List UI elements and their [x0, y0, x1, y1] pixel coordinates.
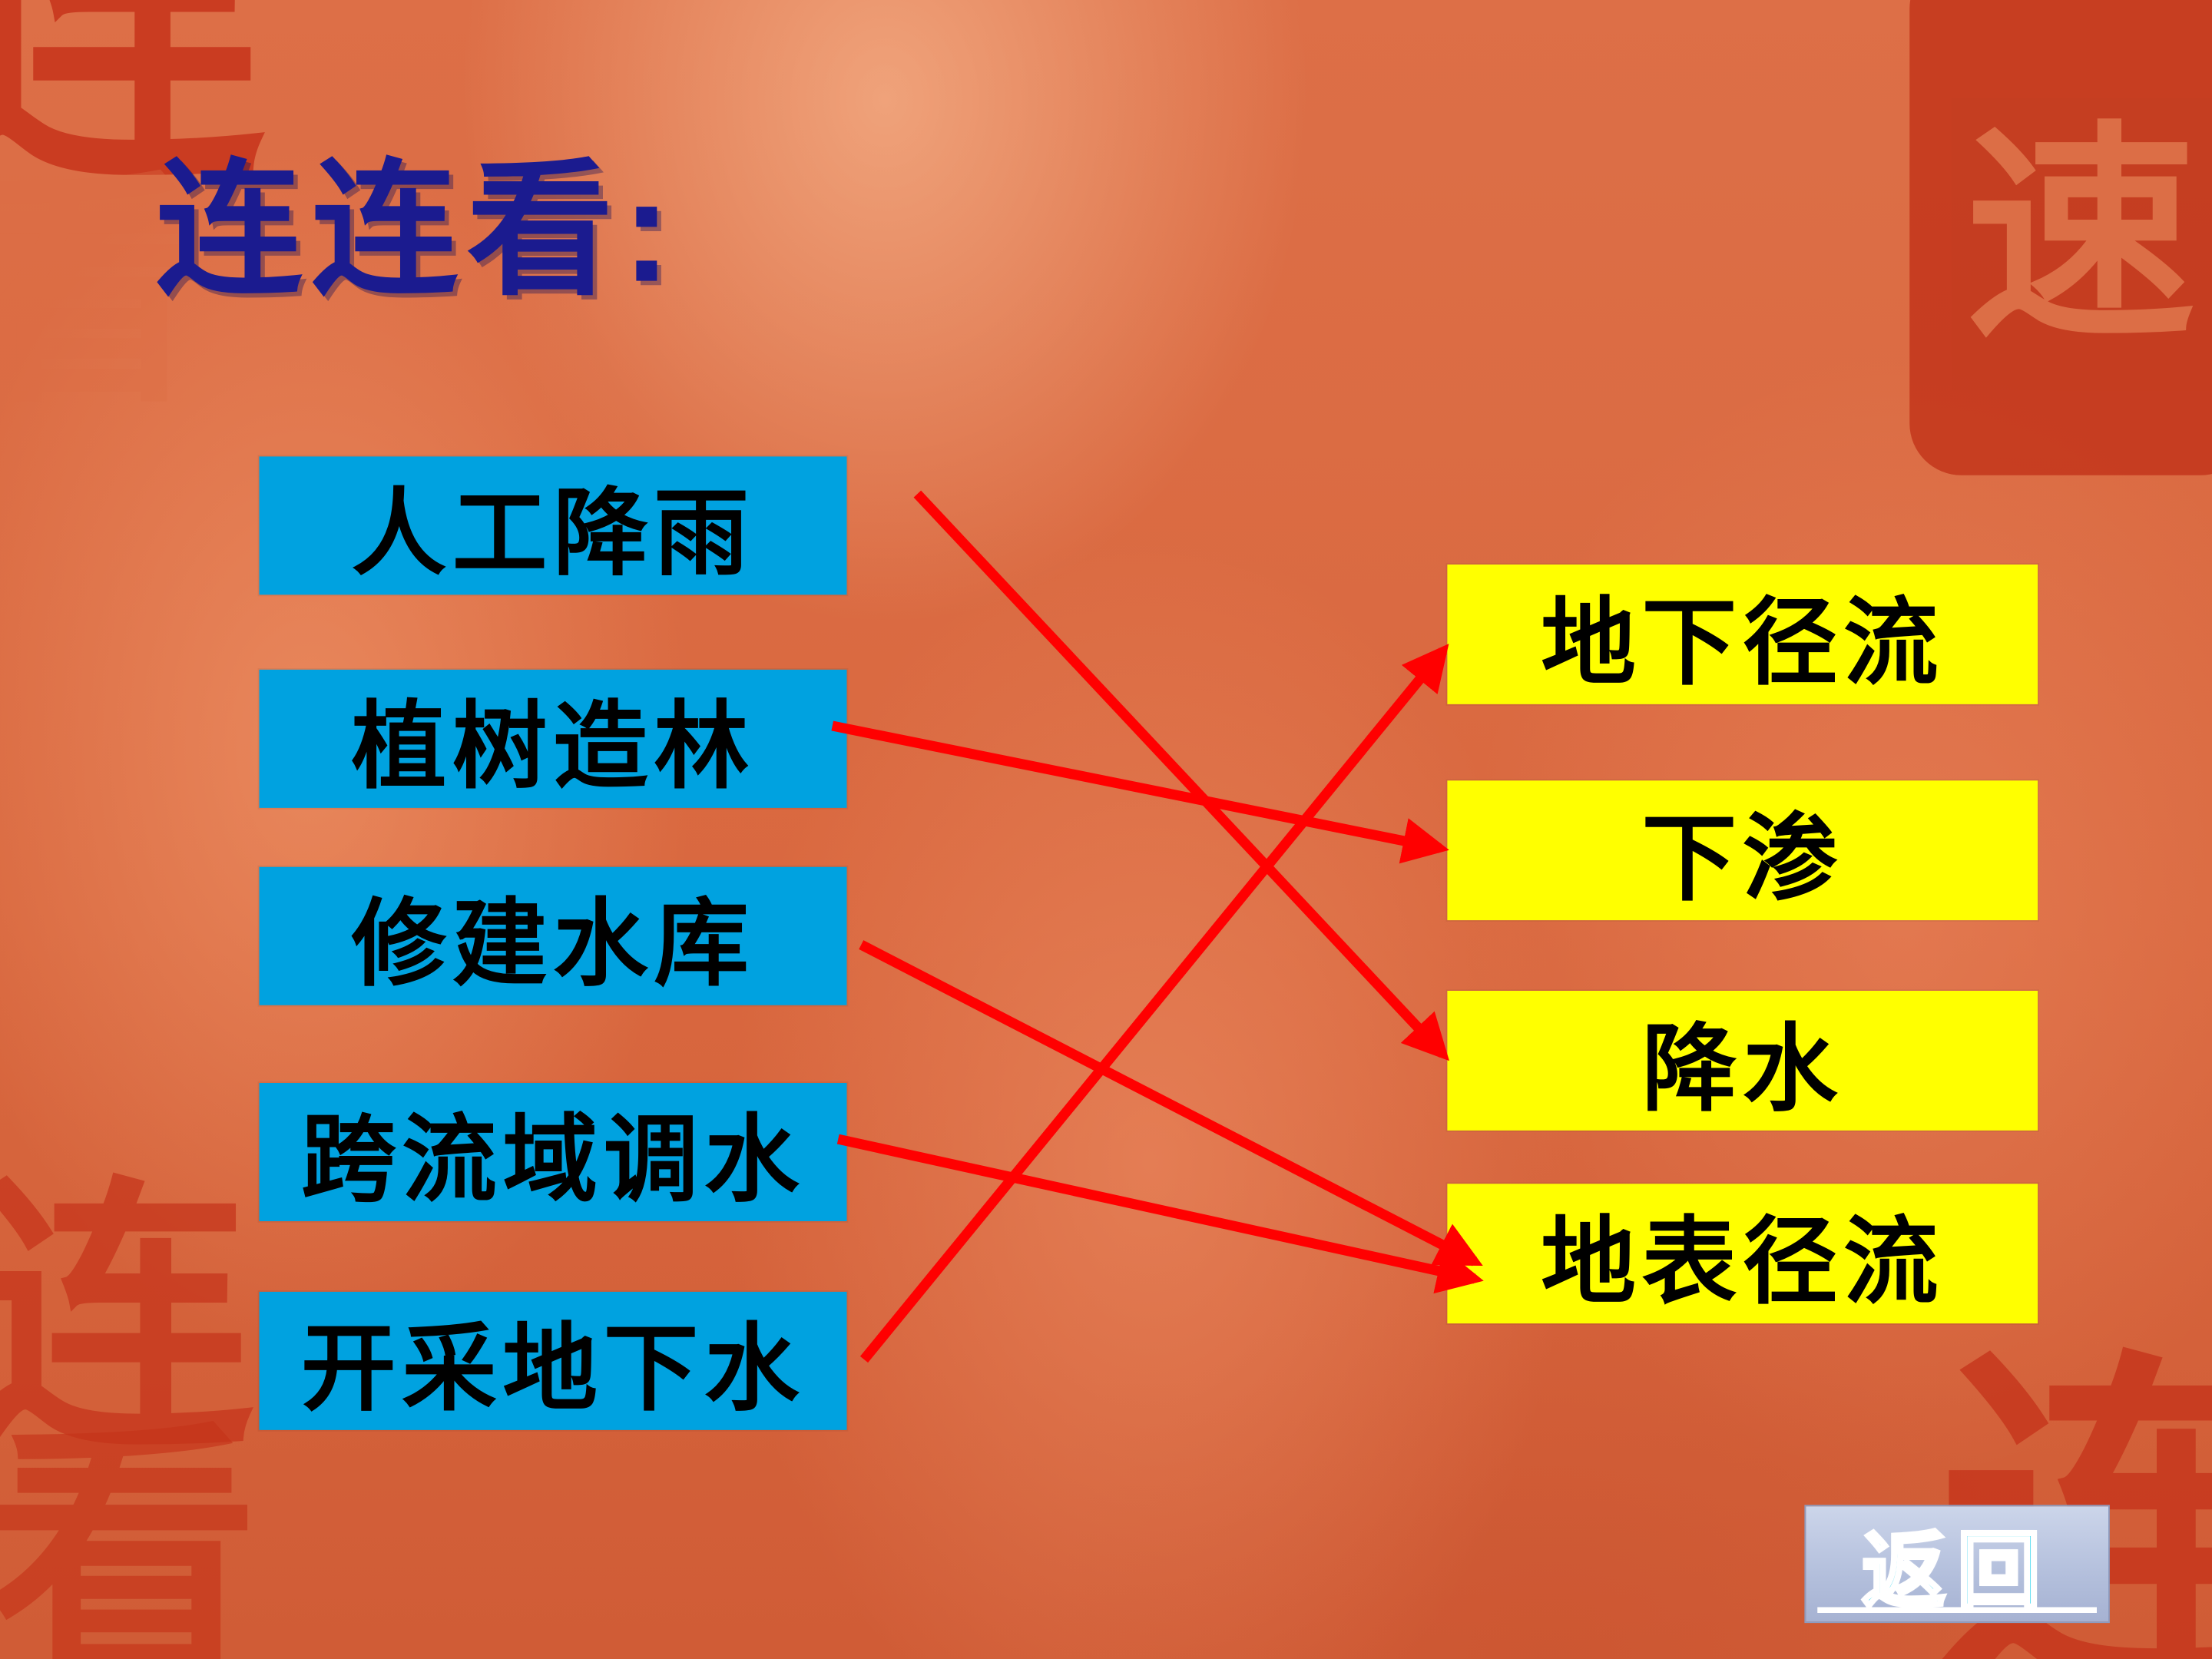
left-item-label: 开采地下水	[300, 1317, 806, 1423]
right-item-infiltration[interactable]: 下渗	[1447, 780, 2038, 921]
right-item-label: 降水	[1641, 1017, 1843, 1123]
page-title: 连连看:	[155, 148, 680, 313]
left-item-label: 跨流域调水	[300, 1108, 806, 1214]
right-item-label: 地表径流	[1541, 1210, 1945, 1316]
arrow-line	[831, 720, 1449, 864]
left-item-label: 人工降雨	[351, 482, 755, 588]
left-item-artificial-rain[interactable]: 人工降雨	[259, 456, 847, 595]
right-item-underground-runoff[interactable]: 地下径流	[1447, 565, 2038, 704]
watermark-glyph: 速	[1965, 109, 2197, 366]
arrow-line	[836, 1134, 1484, 1294]
return-button-label: 返回	[1860, 1523, 2052, 1621]
arrow-line	[859, 644, 1449, 1363]
return-button-underline	[1817, 1607, 2097, 1613]
arrow-line	[859, 940, 1483, 1267]
return-button[interactable]: 返回	[1804, 1505, 2110, 1624]
right-item-label: 地下径流	[1541, 591, 1945, 697]
left-item-label: 植树造林	[351, 695, 755, 801]
arrow-line	[913, 490, 1450, 1061]
left-item-label: 修建水库	[351, 892, 755, 998]
right-item-surface-runoff[interactable]: 地表径流	[1447, 1184, 2038, 1324]
right-item-precipitation[interactable]: 降水	[1447, 991, 2038, 1131]
right-item-label: 下渗	[1641, 806, 1843, 912]
watermark-glyph: 连	[0, 1181, 253, 1469]
left-item-build-reservoir[interactable]: 修建水库	[259, 866, 847, 1005]
left-item-groundwater-extraction[interactable]: 开采地下水	[259, 1291, 847, 1430]
seal-watermark: 速	[1909, 0, 2212, 475]
watermark-glyph: 看	[0, 1411, 260, 1659]
left-item-afforestation[interactable]: 植树造林	[259, 669, 847, 808]
left-item-interbasin-transfer[interactable]: 跨流域调水	[259, 1083, 847, 1221]
